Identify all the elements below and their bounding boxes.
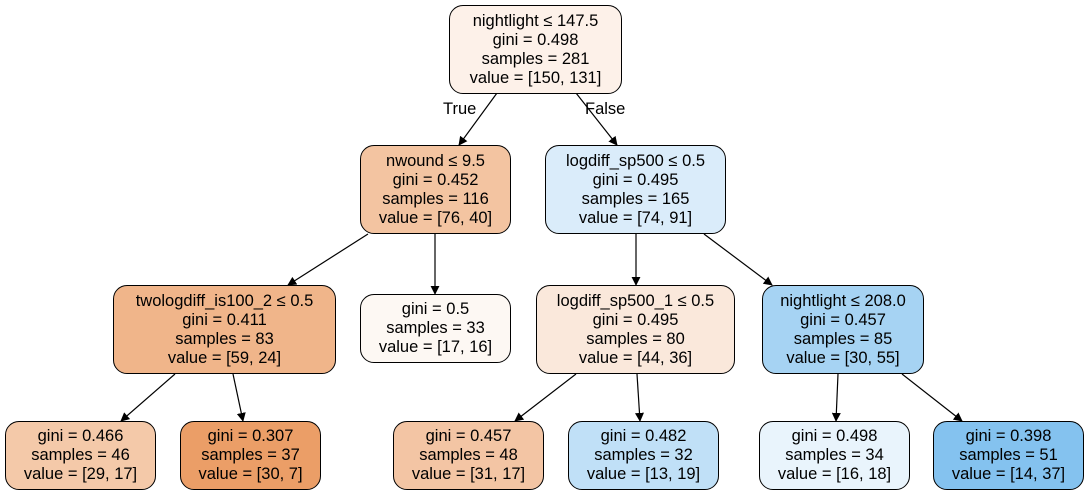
tree-edge [514, 373, 577, 422]
node-value: value = [16, 18] [777, 465, 892, 483]
node-split: nwound ≤ 9.5 [386, 151, 485, 170]
node-gini: gini = 0.307 [207, 427, 294, 445]
node-leaf: gini = 0.466 samples = 46 value = [29, 1… [5, 421, 156, 490]
node-split: logdiff_sp500_1 ≤ 0.5 [556, 291, 715, 310]
tree-edge [634, 373, 644, 422]
node-gini: gini = 0.398 [965, 427, 1052, 445]
node-nightlight-208: nightlight ≤ 208.0 gini = 0.457 samples … [762, 285, 924, 374]
tree-edge [232, 373, 246, 422]
node-gini: gini = 0.457 [425, 427, 512, 445]
node-leaf: gini = 0.498 samples = 34 value = [16, 1… [759, 421, 910, 490]
node-value: value = [74, 91] [578, 208, 693, 227]
node-samples: samples = 85 [793, 329, 893, 348]
node-value: value = [44, 36] [578, 348, 693, 367]
node-value: value = [30, 55] [786, 348, 900, 367]
tree-edge [120, 373, 176, 422]
node-gini: gini = 0.495 [592, 310, 679, 329]
node-samples: samples = 32 [594, 446, 693, 464]
node-leaf: gini = 0.398 samples = 51 value = [14, 3… [933, 421, 1084, 490]
tree-edge [575, 92, 618, 146]
node-value: value = [31, 17] [411, 465, 526, 483]
tree-edge [287, 233, 369, 286]
node-gini: gini = 0.452 [392, 170, 479, 189]
node-gini: gini = 0.498 [791, 427, 878, 445]
node-split: logdiff_sp500 ≤ 0.5 [565, 151, 706, 170]
node-leaf: gini = 0.457 samples = 48 value = [31, 1… [393, 421, 544, 490]
node-split: nightlight ≤ 208.0 [780, 291, 906, 310]
node-leaf: gini = 0.307 samples = 37 value = [30, 7… [180, 421, 321, 490]
node-value: value = [59, 24] [167, 348, 282, 367]
node-samples: samples = 80 [586, 329, 685, 348]
node-split: nightlight ≤ 147.5 [472, 11, 599, 30]
node-samples: samples = 33 [386, 319, 485, 337]
tree-edge [458, 92, 498, 146]
node-value: value = [17, 16] [378, 338, 493, 356]
node-samples: samples = 34 [785, 446, 884, 464]
node-samples: samples = 37 [201, 446, 300, 464]
node-value: value = [13, 19] [586, 465, 701, 483]
node-samples: samples = 48 [419, 446, 518, 464]
node-gini: gini = 0.498 [492, 30, 579, 49]
node-logdiff-sp500-1: logdiff_sp500_1 ≤ 0.5 gini = 0.495 sampl… [536, 285, 735, 374]
node-leaf: gini = 0.5 samples = 33 value = [17, 16] [360, 294, 511, 363]
node-samples: samples = 165 [581, 189, 690, 208]
tree-edge [831, 373, 841, 422]
tree-edge [703, 233, 773, 286]
tree-edge [901, 373, 963, 422]
node-gini: gini = 0.457 [800, 310, 886, 329]
node-split: twologdiff_is100_2 ≤ 0.5 [135, 291, 314, 310]
node-value: value = [29, 17] [23, 465, 138, 483]
node-nwound: nwound ≤ 9.5 gini = 0.452 samples = 116 … [360, 145, 511, 234]
node-samples: samples = 116 [382, 189, 489, 208]
node-value: value = [30, 7] [198, 465, 303, 483]
false-edge-label: False [585, 100, 626, 118]
node-logdiff-sp500: logdiff_sp500 ≤ 0.5 gini = 0.495 samples… [545, 145, 726, 234]
node-gini: gini = 0.5 [401, 300, 470, 318]
node-samples: samples = 281 [481, 49, 590, 68]
node-root: nightlight ≤ 147.5 gini = 0.498 samples … [449, 5, 622, 94]
node-gini: gini = 0.495 [592, 170, 679, 189]
node-value: value = [150, 131] [469, 68, 602, 87]
node-samples: samples = 51 [959, 446, 1058, 464]
node-value: value = [14, 37] [951, 465, 1066, 483]
true-edge-label: True [443, 100, 477, 118]
node-value: value = [76, 40] [378, 208, 493, 227]
node-samples: samples = 46 [31, 446, 130, 464]
node-gini: gini = 0.482 [600, 427, 687, 445]
node-leaf: gini = 0.482 samples = 32 value = [13, 1… [568, 421, 719, 490]
node-gini: gini = 0.466 [37, 427, 124, 445]
node-twologdiff: twologdiff_is100_2 ≤ 0.5 gini = 0.411 sa… [113, 285, 336, 374]
node-gini: gini = 0.411 [182, 310, 267, 329]
node-samples: samples = 83 [175, 329, 274, 348]
